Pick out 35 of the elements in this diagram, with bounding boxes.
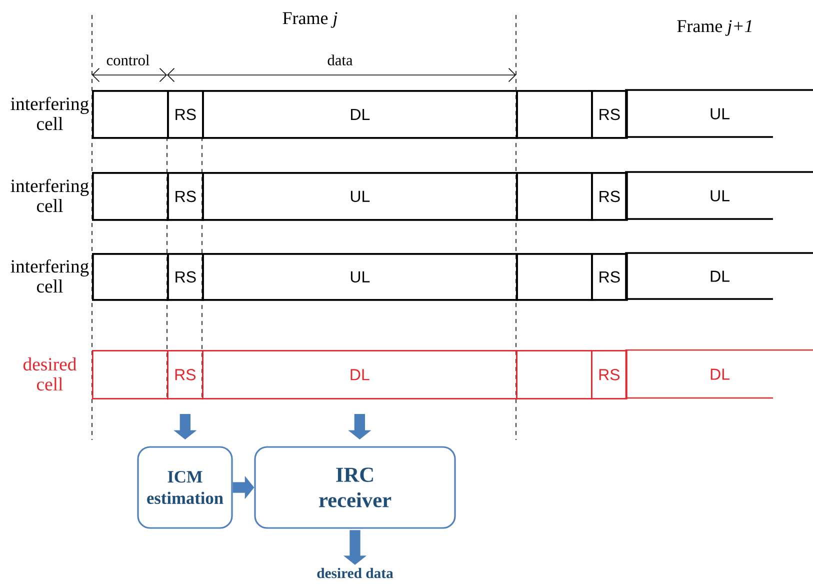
frame-label: Frame j: [282, 12, 338, 28]
slot-box: RS: [167, 90, 204, 139]
slot-box: UL: [625, 171, 813, 220]
frame-label: Frame j+1: [677, 20, 752, 36]
row-label: interfering cell: [10, 259, 89, 293]
dimension-label: control: [106, 54, 150, 66]
empty-slot-box: [92, 350, 168, 400]
empty-slot-box: [92, 90, 169, 139]
slot-box: DL: [202, 90, 518, 139]
empty-slot-box: [92, 172, 169, 221]
empty-slot-box: [92, 253, 169, 301]
slot-box: RS: [591, 253, 628, 301]
row-label: desired cell: [23, 357, 76, 391]
slot-box: RS: [591, 350, 628, 400]
dimension-label: data: [328, 54, 353, 66]
empty-slot-box: [516, 172, 593, 221]
empty-slot-box: [516, 90, 593, 139]
empty-slot-box: [516, 253, 593, 301]
row-label: interfering cell: [10, 178, 89, 212]
slot-box: RS: [167, 253, 204, 301]
slot-box: UL: [625, 89, 813, 138]
output-label: desired data: [317, 568, 394, 578]
empty-slot-box: [516, 350, 592, 400]
slot-box: DL: [625, 252, 813, 300]
process-box: ICM estimation: [137, 446, 233, 529]
slot-box: UL: [202, 253, 518, 301]
process-box: IRC receiver: [254, 446, 456, 529]
slot-box: RS: [167, 172, 204, 221]
slot-box: DL: [625, 349, 813, 399]
slot-box: RS: [591, 90, 628, 139]
slot-box: DL: [202, 350, 518, 400]
slot-box: RS: [591, 172, 628, 221]
row-label: interfering cell: [10, 96, 89, 130]
slot-box: UL: [202, 172, 518, 221]
slot-box: RS: [167, 350, 204, 400]
